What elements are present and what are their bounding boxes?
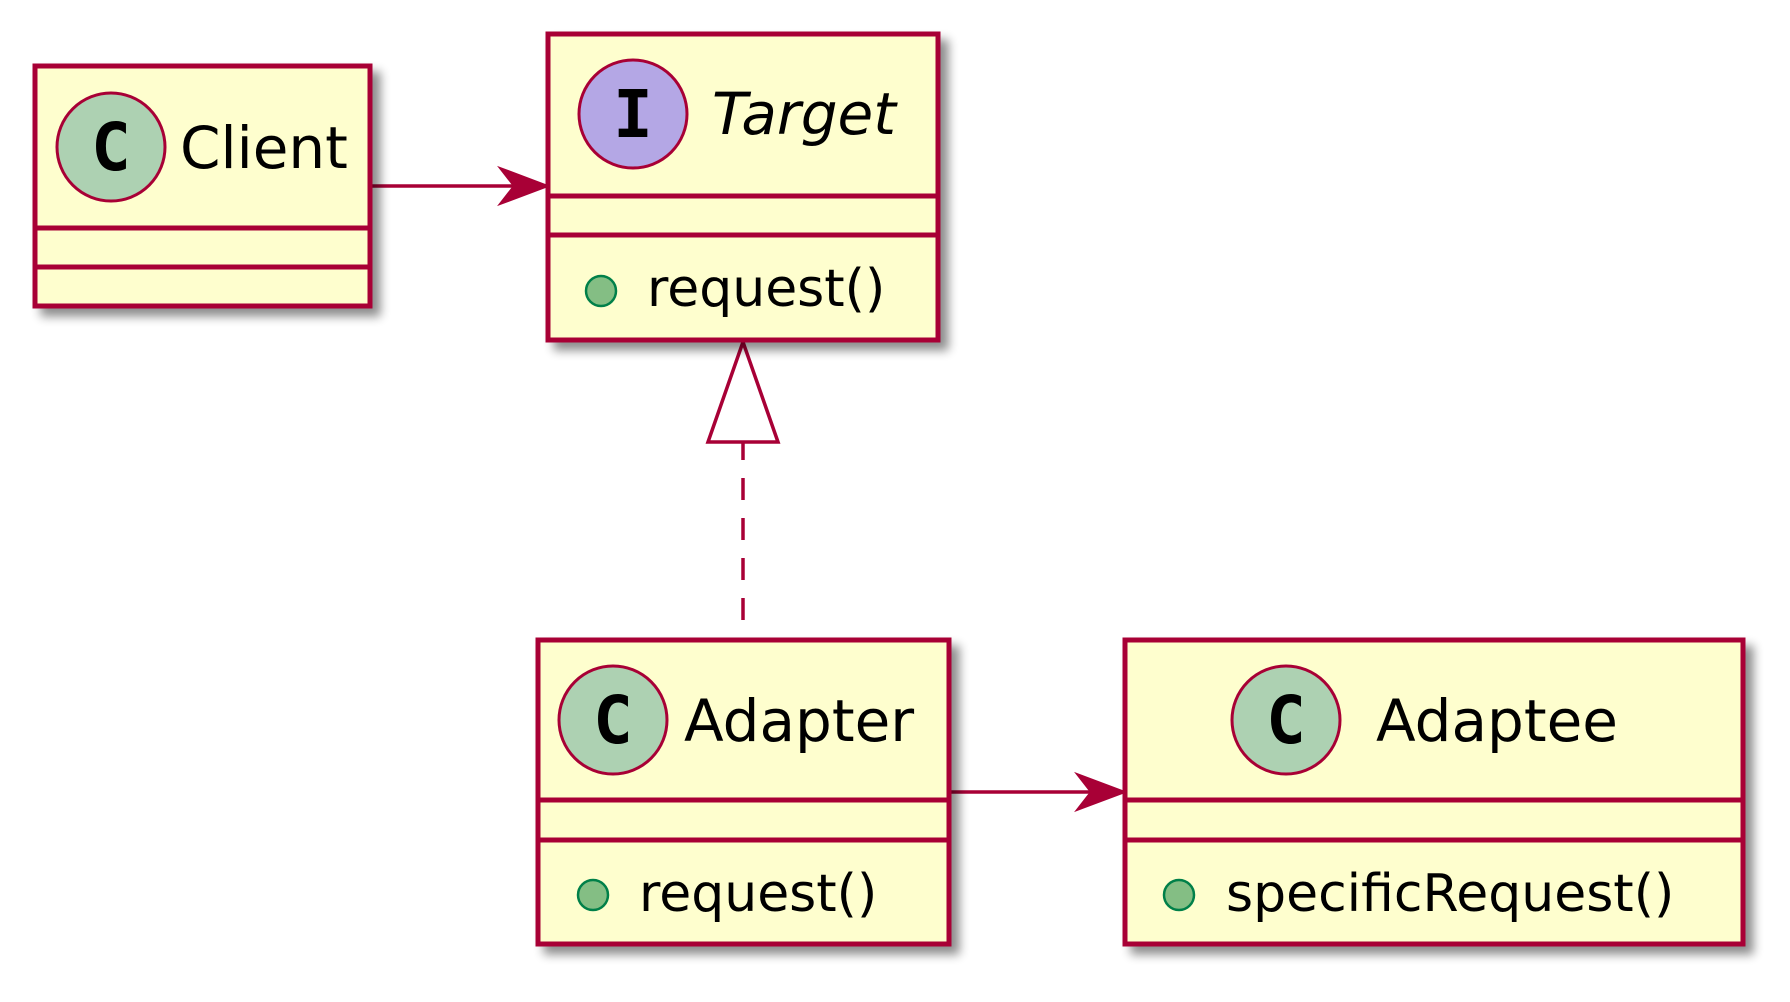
- public-visibility-icon: [576, 878, 610, 912]
- interface-badge-letter: I: [613, 76, 653, 153]
- class-badge-letter: C: [91, 109, 131, 186]
- public-visibility-icon: [584, 274, 618, 308]
- adapter-target-realization: [705, 336, 781, 620]
- class-name-client: Client: [180, 114, 348, 182]
- interface-badge-icon: [577, 58, 689, 170]
- adapter-adaptee-association: [951, 771, 1128, 813]
- class-adaptee[interactable]: C Adaptee specificRequest(): [1122, 637, 1746, 947]
- interface-target[interactable]: I Target request(): [545, 31, 941, 343]
- class-badge-icon: [1230, 664, 1342, 776]
- client-target-association: [372, 165, 551, 207]
- association-arrowhead: [497, 165, 551, 207]
- class-client[interactable]: C Client: [32, 63, 373, 309]
- class-badge-icon: [557, 664, 669, 776]
- class-badge-letter: C: [1266, 682, 1306, 759]
- association-arrowhead: [1074, 771, 1128, 813]
- class-name-adapter: Adapter: [684, 687, 914, 755]
- method-request: request(): [639, 864, 877, 924]
- public-visibility-icon: [1162, 878, 1196, 912]
- class-adapter[interactable]: C Adapter request(): [535, 637, 952, 947]
- class-name-adaptee: Adaptee: [1376, 687, 1618, 755]
- class-name-target: Target: [712, 80, 898, 148]
- class-badge-letter: C: [593, 682, 633, 759]
- method-specific-request: specificRequest(): [1226, 864, 1674, 924]
- method-request: request(): [647, 259, 885, 319]
- realization-triangle: [705, 336, 781, 444]
- class-badge-icon: [55, 91, 167, 203]
